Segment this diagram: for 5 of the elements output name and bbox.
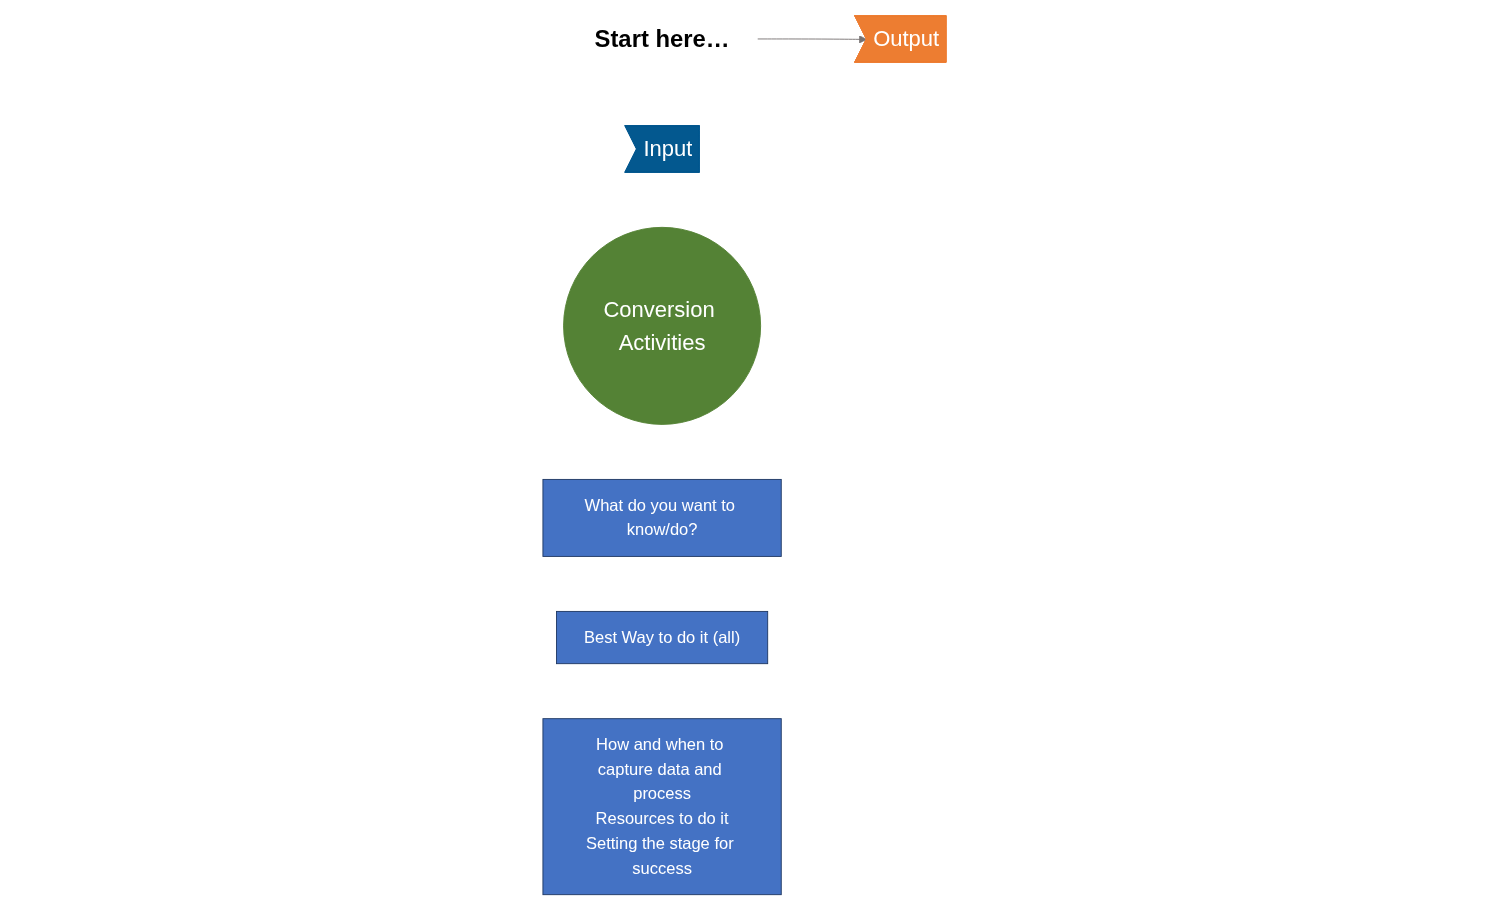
node-box: How and when to capture data and process Resources to do it Setting the stage for success [542, 718, 782, 896]
node-box: What do you want to know/do? [542, 478, 782, 557]
node-circle: Conversion Activities [563, 226, 762, 425]
node-box: Best Way to do it (all) [556, 610, 769, 665]
node-text: Start here… [594, 24, 730, 53]
